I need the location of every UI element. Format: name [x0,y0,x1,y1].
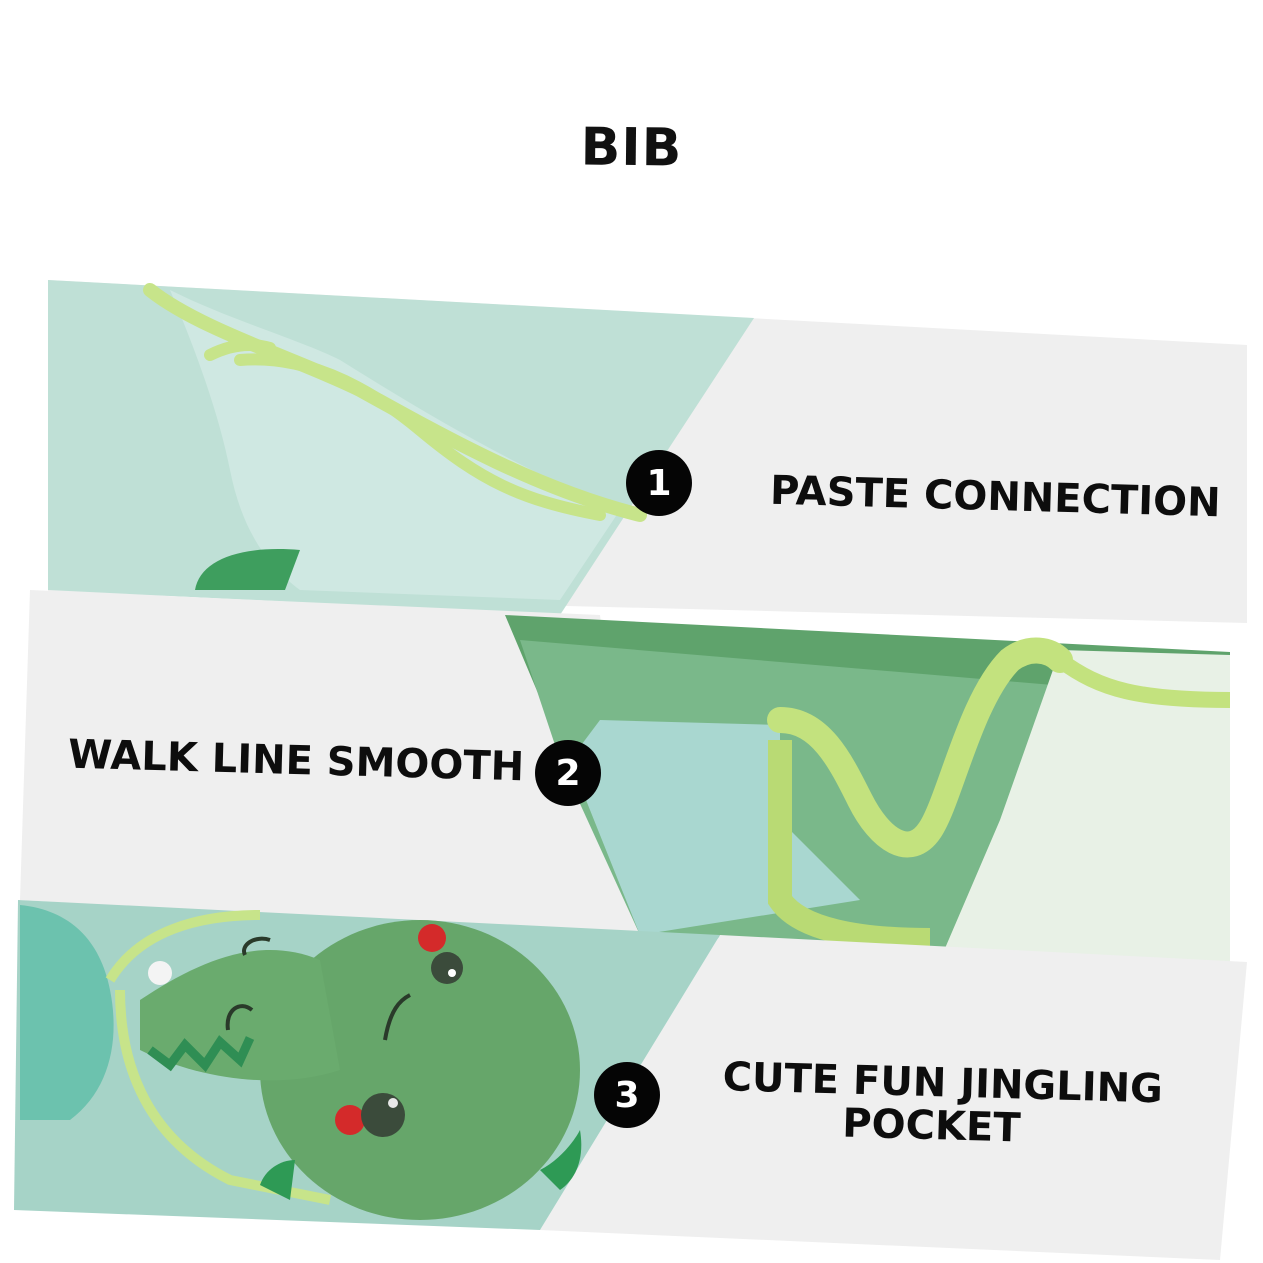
panel-3-text-bg [540,935,1247,1260]
panel-2-text-bg [20,590,640,935]
feature-2-number-badge: 2 [535,740,601,806]
feature-3-label: CUTE FUN JINGLING POCKET [721,1054,1163,1154]
panel-2-photo [505,615,1231,962]
panel-3-photo [14,900,720,1230]
panel-1-photo [48,280,754,615]
feature-1-number-badge: 1 [626,450,692,516]
feature-3-number-badge: 3 [594,1062,660,1128]
